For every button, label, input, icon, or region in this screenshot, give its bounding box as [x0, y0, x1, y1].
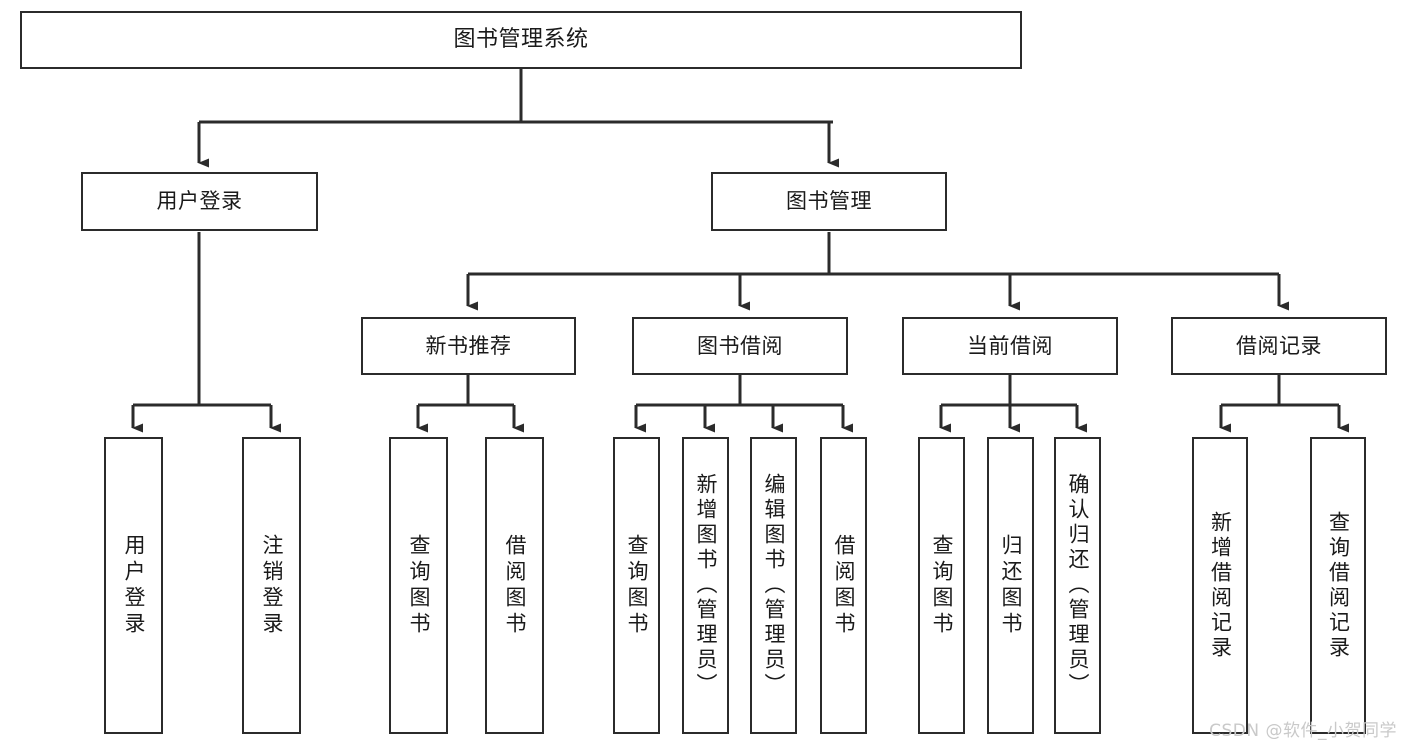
node-label: 注销登录: [260, 533, 284, 638]
node-label: 图书借阅: [697, 333, 783, 358]
node-book-borrow[interactable]: 图书借阅: [632, 317, 848, 375]
leaf-record-query-record[interactable]: 查询借阅记录: [1310, 437, 1366, 734]
node-label: 借阅图书: [503, 533, 527, 638]
leaf-current-return-book[interactable]: 归还图书: [987, 437, 1034, 734]
leaf-recommend-query-book[interactable]: 查询图书: [389, 437, 448, 734]
node-label: 查询图书: [625, 533, 649, 638]
node-label: 借阅图书: [832, 533, 856, 638]
node-borrow-record[interactable]: 借阅记录: [1171, 317, 1387, 375]
node-user-login[interactable]: 用户登录: [81, 172, 318, 231]
node-label: 用户登录: [156, 189, 243, 213]
node-label: 新增图书（管理员）: [694, 473, 718, 698]
node-label: 查询图书: [930, 533, 954, 638]
node-new-book-recommend[interactable]: 新书推荐: [361, 317, 576, 375]
node-label: 编辑图书（管理员）: [762, 473, 786, 698]
leaf-borrow-borrow-book[interactable]: 借阅图书: [820, 437, 867, 734]
node-label: 查询图书: [407, 533, 431, 638]
node-label: 查询借阅记录: [1326, 510, 1351, 661]
node-label: 图书管理系统: [453, 27, 589, 52]
node-label: 新书推荐: [425, 333, 512, 358]
node-label: 借阅记录: [1236, 333, 1322, 358]
node-book-management[interactable]: 图书管理: [711, 172, 947, 231]
node-label: 新增借阅记录: [1208, 510, 1233, 661]
leaf-recommend-borrow-book[interactable]: 借阅图书: [485, 437, 544, 734]
leaf-borrow-query-book[interactable]: 查询图书: [613, 437, 660, 734]
node-label: 当前借阅: [967, 333, 1053, 358]
leaf-borrow-edit-book-admin[interactable]: 编辑图书（管理员）: [750, 437, 797, 734]
leaf-borrow-add-book-admin[interactable]: 新增图书（管理员）: [682, 437, 729, 734]
watermark: CSDN @软件_小贺同学: [1209, 721, 1397, 741]
node-label: 图书管理: [786, 189, 872, 213]
leaf-user-login-login[interactable]: 用户登录: [104, 437, 163, 734]
node-label: 确认归还（管理员）: [1066, 473, 1090, 698]
node-current-borrow[interactable]: 当前借阅: [902, 317, 1118, 375]
node-label: 用户登录: [122, 533, 146, 638]
node-label: 归还图书: [999, 533, 1023, 638]
leaf-user-login-logout[interactable]: 注销登录: [242, 437, 301, 734]
leaf-record-add-record[interactable]: 新增借阅记录: [1192, 437, 1248, 734]
leaf-current-query-book[interactable]: 查询图书: [918, 437, 965, 734]
leaf-current-confirm-return-admin[interactable]: 确认归还（管理员）: [1054, 437, 1101, 734]
node-root-system[interactable]: 图书管理系统: [20, 11, 1022, 69]
